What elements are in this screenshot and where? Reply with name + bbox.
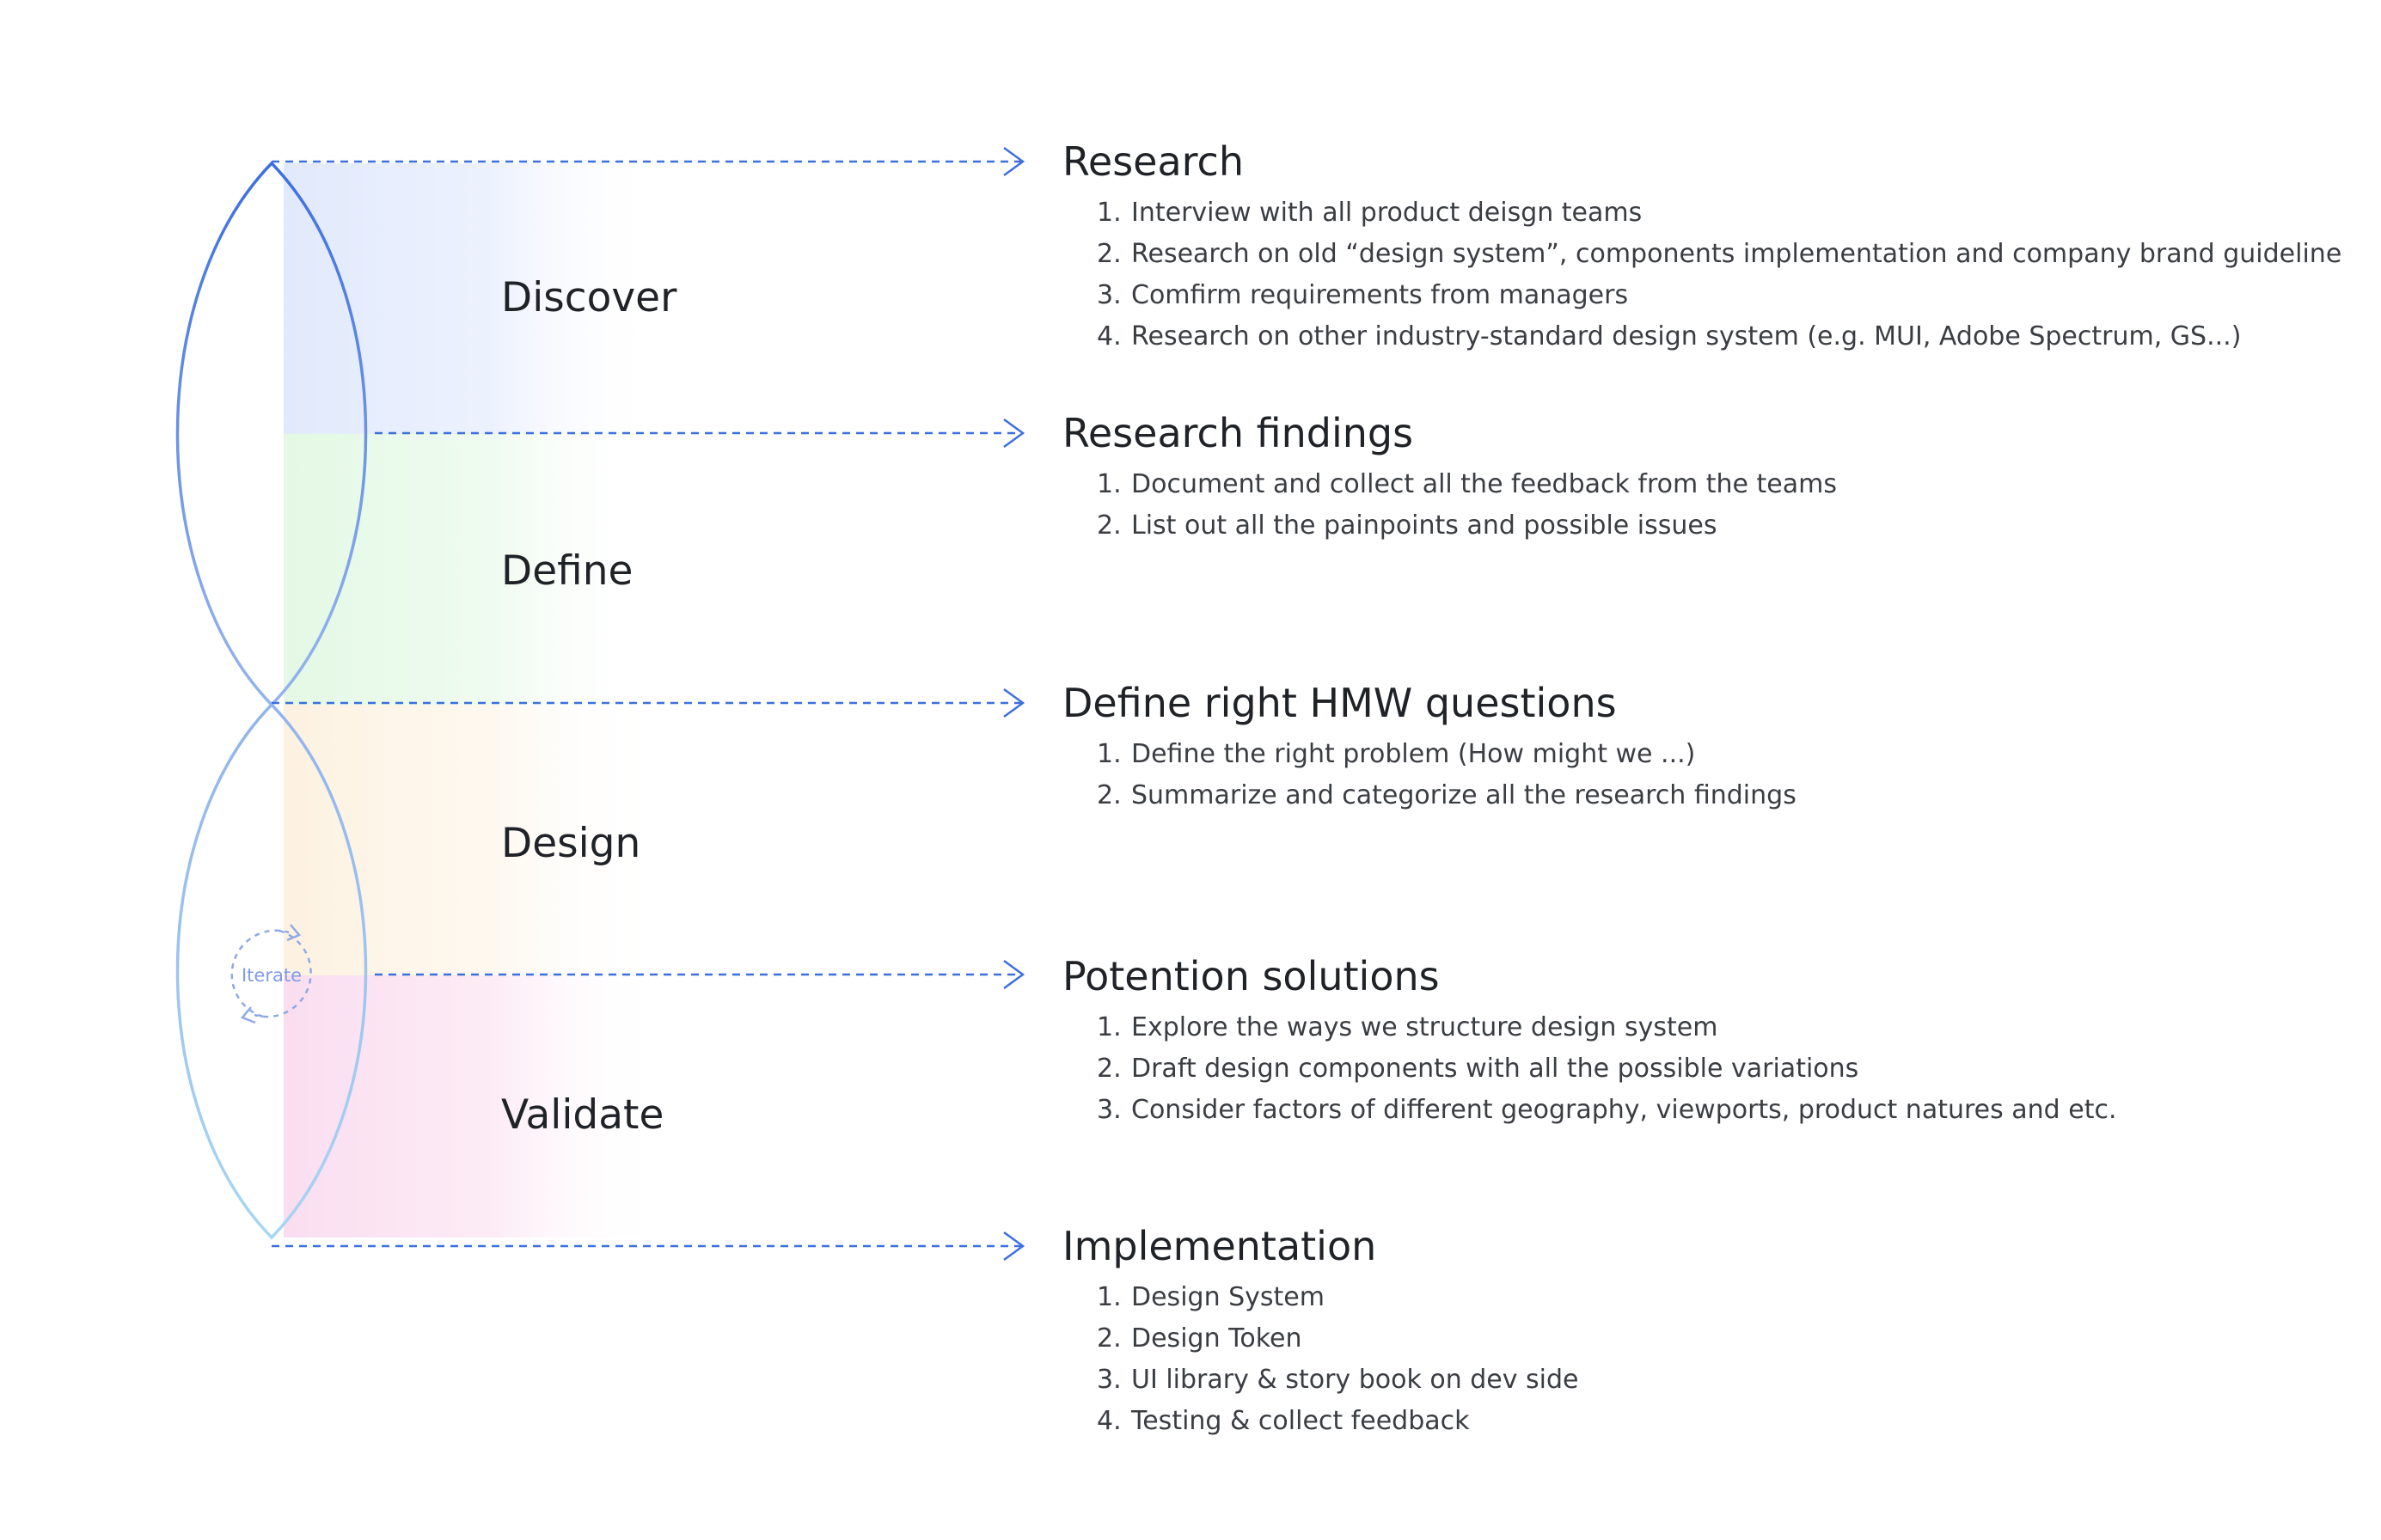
list-item-text: Define the right problem (How might we .… (1131, 739, 1696, 769)
list-item-text: Document and collect all the feedback fr… (1131, 469, 1837, 499)
iterate-label: Iterate (242, 965, 302, 986)
list-item-text: Design System (1131, 1282, 1325, 1312)
list-item-text: UI library & story book on dev side (1131, 1365, 1579, 1395)
list-item-text: Consider factors of different geography,… (1131, 1095, 2117, 1125)
list-item: 3.Comfirm requirements from managers (1097, 275, 2352, 316)
section-research: Research 1.Interview with all product de… (1062, 136, 2352, 358)
list-item-text: Comfirm requirements from managers (1131, 280, 1629, 310)
research-list: 1.Interview with all product deisgn team… (1062, 192, 2352, 358)
list-item: 2.Draft design components with all the p… (1097, 1048, 2352, 1090)
section-title-implementation: Implementation (1062, 1223, 1377, 1269)
implementation-list: 1.Design System 2.Design Token 3.UI libr… (1062, 1277, 2352, 1442)
section-hmw-questions: Define right HMW questions 1.Define the … (1062, 677, 2352, 816)
potention-solutions-list: 1.Explore the ways we structure design s… (1062, 1007, 2352, 1131)
section-potention-solutions: Potention solutions 1.Explore the ways w… (1062, 950, 2352, 1131)
list-item-text: Research on other industry-standard desi… (1131, 321, 2242, 351)
section-title-research-findings: Research findings (1062, 410, 1414, 456)
iterate-arrow-top-icon (286, 924, 302, 942)
phase-label-validate: Validate (501, 1091, 664, 1139)
list-item-text: Testing & collect feedback (1131, 1406, 1470, 1436)
list-item: 1.Interview with all product deisgn team… (1097, 192, 2352, 234)
define-band-inner (177, 434, 284, 705)
section-title-research: Research (1062, 138, 1244, 185)
list-item: 2.Design Token (1097, 1318, 2352, 1360)
iterate-loop: Iterate (230, 924, 312, 1024)
list-item: 4.Testing & collect feedback (1097, 1401, 2352, 1442)
design-band-inner (177, 705, 284, 975)
list-item: 3.UI library & story book on dev side (1097, 1360, 2352, 1401)
iterate-arrow-bottom-icon (240, 1006, 256, 1024)
phase-label-define: Define (501, 547, 633, 595)
list-item-text: List out all the painpoints and possible… (1131, 510, 1717, 541)
list-item-text: Explore the ways we structure design sys… (1131, 1012, 1718, 1042)
section-title-hmw-questions: Define right HMW questions (1062, 680, 1617, 726)
phase-label-design: Design (501, 820, 640, 867)
list-item: 1.Explore the ways we structure design s… (1097, 1007, 2352, 1048)
list-item: 1.Define the right problem (How might we… (1097, 734, 2352, 775)
second-diamond-outline (175, 702, 368, 1240)
hmw-questions-list: 1.Define the right problem (How might we… (1062, 734, 2352, 816)
list-item-text: Summarize and categorize all the researc… (1131, 780, 1796, 810)
list-item-text: Design Token (1131, 1323, 1302, 1354)
list-item: 4.Research on other industry-standard de… (1097, 316, 2352, 358)
list-item: 2.Research on old “design system”, compo… (1097, 234, 2352, 275)
list-item: 2.List out all the painpoints and possib… (1097, 505, 2352, 547)
list-item: 1.Document and collect all the feedback … (1097, 464, 2352, 505)
section-title-potention-solutions: Potention solutions (1062, 953, 1440, 999)
discover-band-inner (177, 163, 284, 434)
section-research-findings: Research findings 1.Document and collect… (1062, 407, 2352, 547)
list-item: 1.Design System (1097, 1277, 2352, 1318)
list-item: 3.Consider factors of different geograph… (1097, 1090, 2352, 1131)
section-implementation: Implementation 1.Design System 2.Design … (1062, 1220, 2352, 1442)
list-item-text: Draft design components with all the pos… (1131, 1054, 1859, 1084)
research-findings-list: 1.Document and collect all the feedback … (1062, 464, 2352, 547)
iterate-cycle-icon (230, 929, 312, 1018)
list-item-text: Research on old “design system”, compone… (1131, 239, 2342, 269)
list-item: 2.Summarize and categorize all the resea… (1097, 775, 2352, 816)
list-item-text: Interview with all product deisgn teams (1131, 198, 1643, 228)
phase-label-discover: Discover (501, 274, 677, 321)
